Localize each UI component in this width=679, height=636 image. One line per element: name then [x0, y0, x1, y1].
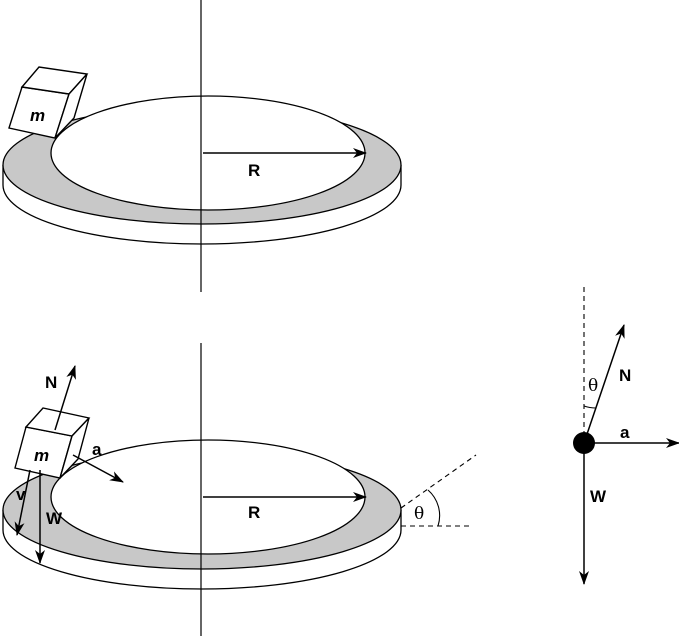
top-mass-label: m [30, 106, 45, 125]
normal-force-arrow [54, 365, 76, 431]
bottom-mass-label: m [34, 446, 49, 465]
top-figure: R m [2, 0, 402, 292]
top-mass-block: m [8, 66, 89, 139]
bank-incline-dashed [400, 454, 477, 509]
bank-angle-arc [427, 489, 441, 527]
weight-label: W [46, 509, 63, 528]
fbd-accel-label: a [620, 423, 630, 442]
velocity-label: v [16, 485, 26, 504]
bottom-radius-label: R [248, 503, 260, 522]
top-radius-label: R [248, 161, 260, 180]
fbd-normal-arrow [583, 324, 625, 444]
normal-force-label: N [45, 373, 57, 392]
fbd-weight-label: W [590, 487, 607, 506]
acceleration-label: a [92, 440, 102, 459]
fbd-normal-label: N [619, 366, 631, 385]
free-body-diagram: N θ a W [573, 287, 679, 585]
bank-angle-label: θ [414, 504, 424, 524]
velocity-arrow [14, 469, 31, 536]
bottom-figure: R θ m N a v W [2, 343, 477, 636]
fbd-angle-arc [583, 405, 597, 409]
acceleration-arrow [72, 454, 124, 483]
fbd-angle-label: θ [588, 376, 598, 396]
